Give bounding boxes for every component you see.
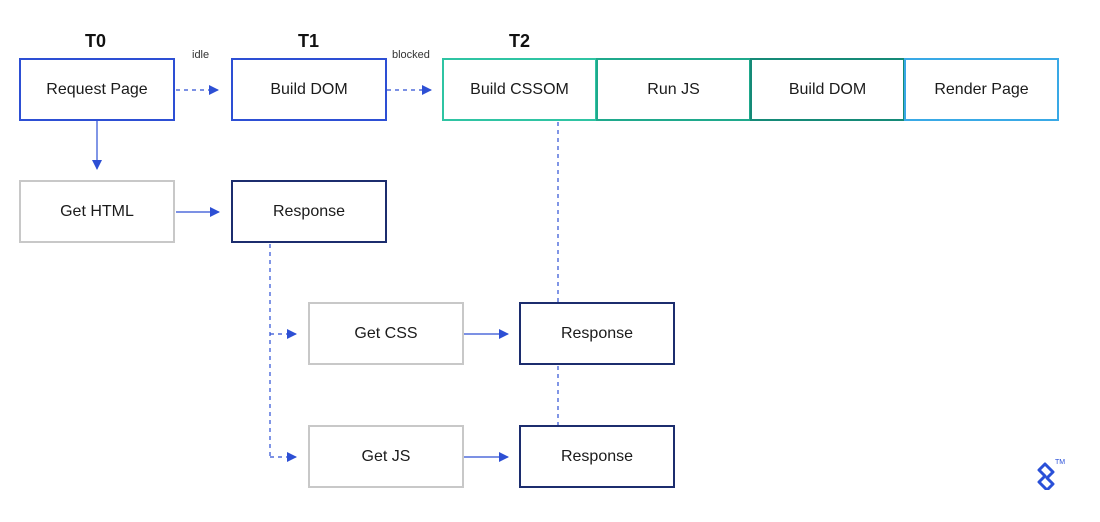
time-marker-t0: T0 — [85, 31, 107, 51]
time-marker-t2: T2 — [509, 31, 531, 51]
build-dom-box: Build DOM — [231, 58, 387, 121]
run-js-box: Run JS — [596, 58, 751, 121]
brand-logo-icon — [1037, 462, 1055, 490]
render-page-box: Render Page — [904, 58, 1059, 121]
blocked-label: blocked — [392, 49, 430, 61]
get-js-box: Get JS — [308, 425, 464, 488]
get-css-box: Get CSS — [308, 302, 464, 365]
time-marker-t1: T1 — [298, 31, 320, 51]
build-cssom-box: Build CSSOM — [442, 58, 597, 121]
build-dom-final-box: Build DOM — [750, 58, 905, 121]
trademark-mark: TM — [1055, 459, 1066, 466]
html-response-box: Response — [231, 180, 387, 243]
js-response-box: Response — [519, 425, 675, 488]
css-response-box: Response — [519, 302, 675, 365]
request-page-box: Request Page — [19, 58, 175, 121]
idle-label: idle — [192, 49, 210, 61]
get-html-box: Get HTML — [19, 180, 175, 243]
